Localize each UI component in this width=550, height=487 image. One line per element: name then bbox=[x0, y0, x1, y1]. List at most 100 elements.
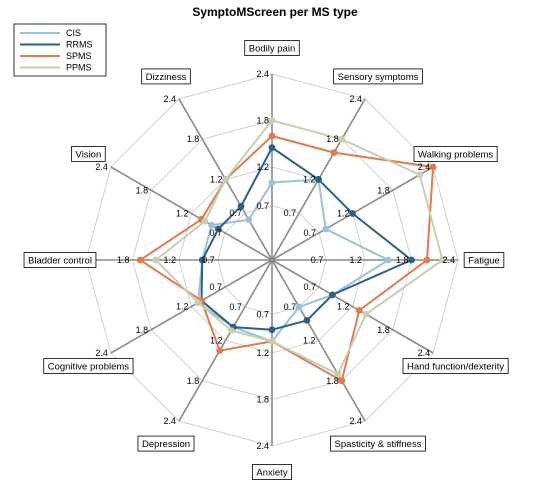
series-line bbox=[154, 119, 444, 376]
tick-label: 2.4 bbox=[349, 94, 362, 104]
axis-label-text: Fatigue bbox=[468, 256, 500, 267]
data-point bbox=[268, 326, 276, 334]
axis-label-box bbox=[43, 358, 134, 374]
data-point bbox=[362, 310, 370, 318]
tick-label: 1.8 bbox=[256, 395, 269, 405]
tick-label: 2.4 bbox=[256, 441, 269, 451]
legend-label: SPMS bbox=[66, 51, 92, 61]
axis-label-box bbox=[71, 146, 106, 162]
axis-label-text: Walking problems bbox=[418, 150, 493, 161]
data-point bbox=[349, 210, 356, 217]
tick-label: 1.8 bbox=[136, 185, 149, 195]
tick-label: 2.4 bbox=[442, 255, 455, 265]
data-point bbox=[338, 135, 346, 143]
axis-label-text: Anxiety bbox=[256, 468, 287, 479]
legend-label: RRMS bbox=[66, 40, 93, 50]
tick-label: 0.7 bbox=[284, 302, 297, 312]
tick-label: 1.8 bbox=[396, 255, 409, 265]
data-point bbox=[338, 377, 346, 385]
tick-label: 1.8 bbox=[136, 325, 149, 335]
spoke bbox=[178, 259, 273, 422]
tick-label: 0.7 bbox=[210, 282, 223, 292]
data-point bbox=[322, 225, 330, 233]
legend-item: SPMS bbox=[20, 51, 92, 61]
axis-label-box bbox=[23, 252, 97, 268]
tick-label: 1.2 bbox=[210, 336, 223, 346]
data-point bbox=[330, 149, 338, 157]
data-point bbox=[268, 179, 276, 186]
spoke bbox=[110, 259, 273, 354]
data-point bbox=[237, 202, 245, 210]
tick-label: 1.8 bbox=[377, 185, 390, 195]
tick-label: 1.2 bbox=[210, 174, 223, 184]
axis-label: Fatigue bbox=[463, 252, 505, 268]
tick-label: 2.4 bbox=[256, 69, 269, 79]
tick-label: 1.2 bbox=[303, 336, 316, 346]
data-point bbox=[416, 171, 424, 179]
axis-label-box bbox=[402, 358, 509, 374]
tick-label: 1.8 bbox=[326, 134, 339, 144]
spoke bbox=[271, 259, 366, 422]
axis-label-box bbox=[330, 435, 426, 452]
axis-label-box bbox=[463, 252, 505, 268]
axis-label: Hand function/dexterity bbox=[402, 358, 509, 374]
axis-label-text: Bladder control bbox=[28, 256, 92, 267]
axis-label: Spasticity & stiffness bbox=[330, 435, 426, 452]
axis-label: Sensory symptoms bbox=[333, 68, 423, 85]
legend-label: CIS bbox=[66, 28, 81, 38]
tick-label: 1.8 bbox=[187, 134, 200, 144]
tick-label: 1.8 bbox=[326, 376, 339, 386]
legend-item: PPMS bbox=[20, 63, 92, 73]
axis-label-text: Vision bbox=[76, 150, 102, 161]
tick-label: 1.2 bbox=[163, 255, 176, 265]
spoke bbox=[271, 259, 434, 354]
axis-label-text: Sensory symptoms bbox=[338, 72, 419, 83]
spoke bbox=[110, 166, 273, 261]
tick-label: 1.2 bbox=[256, 348, 269, 358]
tick-label: 1.8 bbox=[256, 116, 269, 126]
axis-label-box bbox=[333, 68, 423, 85]
data-point bbox=[268, 117, 276, 124]
tick-label: 1.2 bbox=[303, 174, 316, 184]
axis-label-box bbox=[141, 68, 191, 85]
series-rrms bbox=[198, 144, 415, 334]
axis-label-text: Bodily pain bbox=[249, 44, 295, 55]
data-point bbox=[214, 225, 222, 233]
tick-label: 1.2 bbox=[337, 302, 350, 312]
tick-label: 0.7 bbox=[256, 309, 269, 319]
axis-label-text: Spasticity & stiffness bbox=[335, 439, 422, 450]
data-point bbox=[198, 256, 206, 264]
data-point bbox=[216, 347, 224, 355]
tick-label: 0.7 bbox=[284, 208, 297, 218]
tick-label: 2.4 bbox=[163, 416, 176, 426]
data-point bbox=[194, 299, 202, 307]
radar-series bbox=[136, 117, 446, 385]
axis-label-box bbox=[244, 40, 300, 56]
axis-label-box bbox=[137, 435, 195, 452]
tick-label: 1.8 bbox=[117, 255, 130, 265]
data-point bbox=[408, 256, 415, 264]
axis-label: Cognitive problems bbox=[43, 358, 134, 374]
tick-label: 0.7 bbox=[303, 282, 316, 292]
axis-label-text: Cognitive problems bbox=[48, 362, 130, 373]
data-point bbox=[423, 256, 431, 264]
tick-label: 1.2 bbox=[349, 255, 362, 265]
axis-label-text: Hand function/dexterity bbox=[407, 362, 504, 373]
series-ppms bbox=[152, 117, 446, 378]
radial-tick-labels: 0.7 1.2 1.8 2.4 0.7 1.2 1.8 2.4 0.7 1.2 1.8 2.4 0.7 1… bbox=[70, 69, 455, 451]
tick-label: 1.2 bbox=[176, 302, 189, 312]
tick-label: 0.7 bbox=[229, 208, 242, 218]
tick-label: 0.7 bbox=[256, 201, 269, 211]
chart-title: SymptoMScreen per MS type bbox=[192, 5, 358, 19]
data-point bbox=[295, 303, 303, 311]
tick-label: 0.7 bbox=[311, 255, 324, 265]
data-point bbox=[334, 370, 342, 378]
data-point bbox=[201, 217, 209, 225]
data-point bbox=[439, 256, 446, 264]
tick-label: 0.7 bbox=[210, 228, 223, 238]
axis-label: Bladder control bbox=[23, 252, 97, 268]
axis-label: Vision bbox=[71, 146, 106, 162]
axis-label-box bbox=[413, 146, 498, 162]
tick-label: 1.2 bbox=[256, 162, 269, 172]
